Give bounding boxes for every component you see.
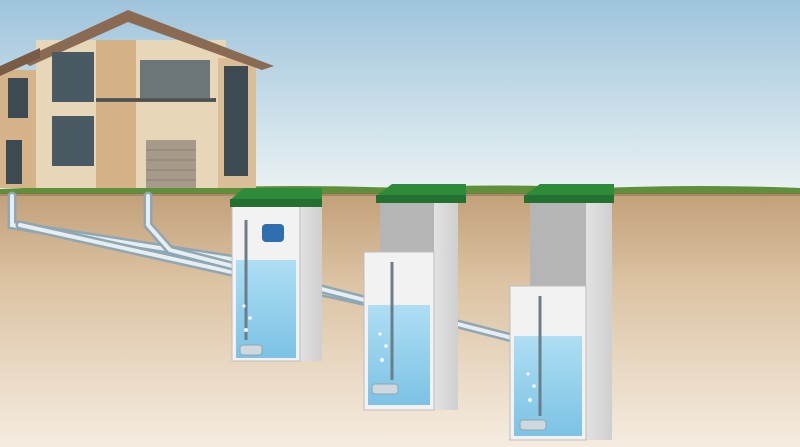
house-brick-column bbox=[96, 40, 136, 188]
tank-2-side bbox=[434, 200, 458, 410]
window-large-top bbox=[52, 52, 94, 102]
house bbox=[0, 10, 274, 188]
tank-3-pump bbox=[519, 419, 547, 431]
pipe-vertical-highlight bbox=[146, 194, 522, 342]
garage-door bbox=[146, 140, 196, 188]
tank-2-pump bbox=[371, 383, 399, 395]
house-roof bbox=[20, 10, 274, 70]
tank-1-compressor bbox=[262, 224, 284, 242]
tank-1-lid bbox=[230, 188, 322, 200]
window-large-bottom bbox=[52, 116, 94, 166]
tank-2 bbox=[363, 184, 466, 411]
balcony-window bbox=[140, 60, 210, 98]
tank-3-upper bbox=[530, 200, 586, 286]
tank-1 bbox=[230, 188, 322, 362]
house-roof-left bbox=[0, 48, 40, 76]
tank-2-upper bbox=[380, 200, 434, 252]
tank-2-lid bbox=[376, 184, 466, 196]
tank-1-lid-front bbox=[230, 199, 322, 207]
window-left-bottom bbox=[6, 140, 22, 184]
tank-1-side bbox=[300, 205, 322, 361]
window-tower bbox=[224, 66, 248, 176]
tank-3-lid bbox=[524, 184, 614, 196]
tank-3 bbox=[509, 184, 614, 441]
tank-3-side bbox=[586, 200, 612, 440]
tank-2-lid-front bbox=[376, 195, 466, 203]
air-bubbles bbox=[242, 304, 536, 402]
tank-1-pump bbox=[239, 344, 263, 356]
garage-door-lines bbox=[146, 149, 196, 181]
window-left-top bbox=[8, 78, 28, 118]
tank-3-water bbox=[514, 336, 582, 436]
tank-3-lid-front bbox=[524, 195, 614, 203]
